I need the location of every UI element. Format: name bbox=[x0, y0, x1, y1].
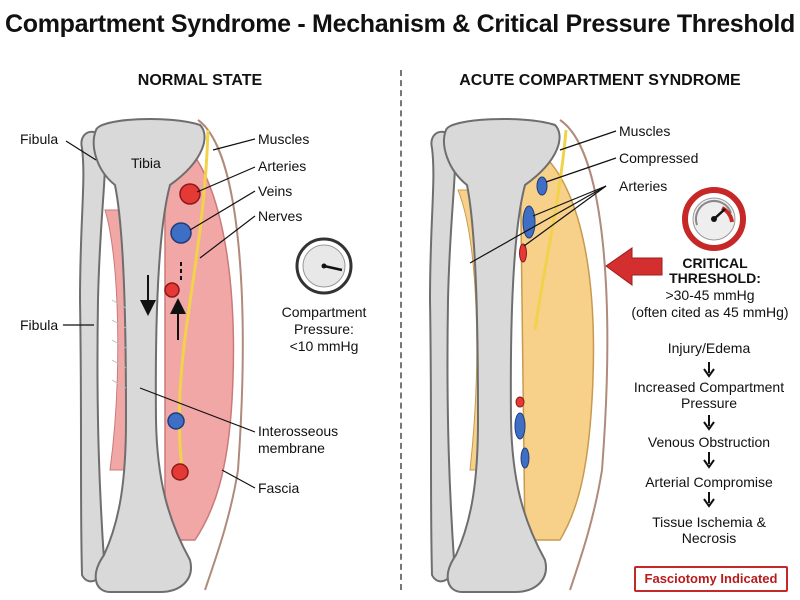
label-compressed: Compressed bbox=[619, 150, 699, 166]
label-interosseous-membrane-2: membrane bbox=[258, 440, 325, 456]
normal-state-heading: NORMAL STATE bbox=[137, 72, 263, 89]
critical-threshold-note: (often cited as 45 mmHg) bbox=[631, 304, 789, 320]
label-arteries-acute: Arteries bbox=[619, 178, 668, 194]
tibia-bone bbox=[443, 118, 561, 593]
critical-threshold-range: >30-45 mmHg bbox=[665, 287, 755, 303]
flow-step-venous-obstruction: Venous Obstruction bbox=[647, 434, 771, 450]
vein-cross-section bbox=[167, 412, 185, 430]
page-title: Compartment Syndrome - Mechanism & Criti… bbox=[5, 10, 795, 38]
label-arteries: Arteries bbox=[258, 158, 307, 174]
compressed-vein bbox=[520, 447, 530, 469]
critical-threshold-line2: THRESHOLD: bbox=[669, 270, 761, 286]
compressed-artery bbox=[515, 396, 525, 408]
acute-leg-illustration bbox=[428, 118, 609, 593]
critical-threshold-line1: CRITICAL bbox=[682, 255, 748, 271]
panel-divider bbox=[400, 70, 402, 590]
compressed-artery bbox=[519, 243, 527, 263]
artery-cross-section bbox=[164, 282, 180, 298]
fibula-bone bbox=[428, 130, 457, 583]
compressed-vein bbox=[536, 176, 548, 196]
critical-arrow bbox=[605, 247, 663, 286]
compressed-vein bbox=[522, 205, 536, 239]
artery-cross-section bbox=[171, 463, 189, 481]
flow-step-injury-edema: Injury/Edema bbox=[667, 340, 751, 356]
pressure-gauge-critical bbox=[682, 187, 746, 251]
flow-step-arterial-compromise: Arterial Compromise bbox=[645, 474, 773, 490]
fascia-outline bbox=[197, 119, 244, 591]
label-tibia: Tibia bbox=[131, 155, 161, 171]
tibia-bone bbox=[92, 118, 206, 593]
flow-step-increased-pressure: Increased Compartment Pressure bbox=[633, 379, 785, 411]
label-veins: Veins bbox=[258, 183, 293, 199]
compressed-vein bbox=[514, 412, 526, 440]
artery-cross-section bbox=[179, 183, 201, 205]
label-muscles-acute: Muscles bbox=[619, 123, 671, 139]
acute-heading: ACUTE COMPARTMENT SYNDROME bbox=[459, 72, 741, 89]
label-interosseous-membrane-1: Interosseous bbox=[258, 423, 339, 439]
fasciotomy-indicated-box: Fasciotomy Indicated bbox=[634, 566, 788, 592]
fibula-bone bbox=[78, 130, 107, 583]
label-fascia: Fascia bbox=[258, 480, 300, 496]
vein-cross-section bbox=[170, 222, 192, 244]
label-nerves: Nerves bbox=[258, 208, 303, 224]
label-fibula-top: Fibula bbox=[20, 131, 59, 147]
normal-pressure-value: <10 mmHg bbox=[289, 338, 359, 354]
normal-pressure-line1: Compartment bbox=[281, 304, 367, 320]
pressure-gauge-normal bbox=[295, 237, 353, 295]
label-muscles: Muscles bbox=[258, 131, 310, 147]
label-fibula-mid: Fibula bbox=[20, 317, 59, 333]
normal-pressure-line2: Pressure: bbox=[294, 321, 354, 337]
flow-step-tissue-ischemia: Tissue Ischemia & Necrosis bbox=[652, 514, 766, 546]
normal-leg-illustration bbox=[78, 118, 244, 593]
